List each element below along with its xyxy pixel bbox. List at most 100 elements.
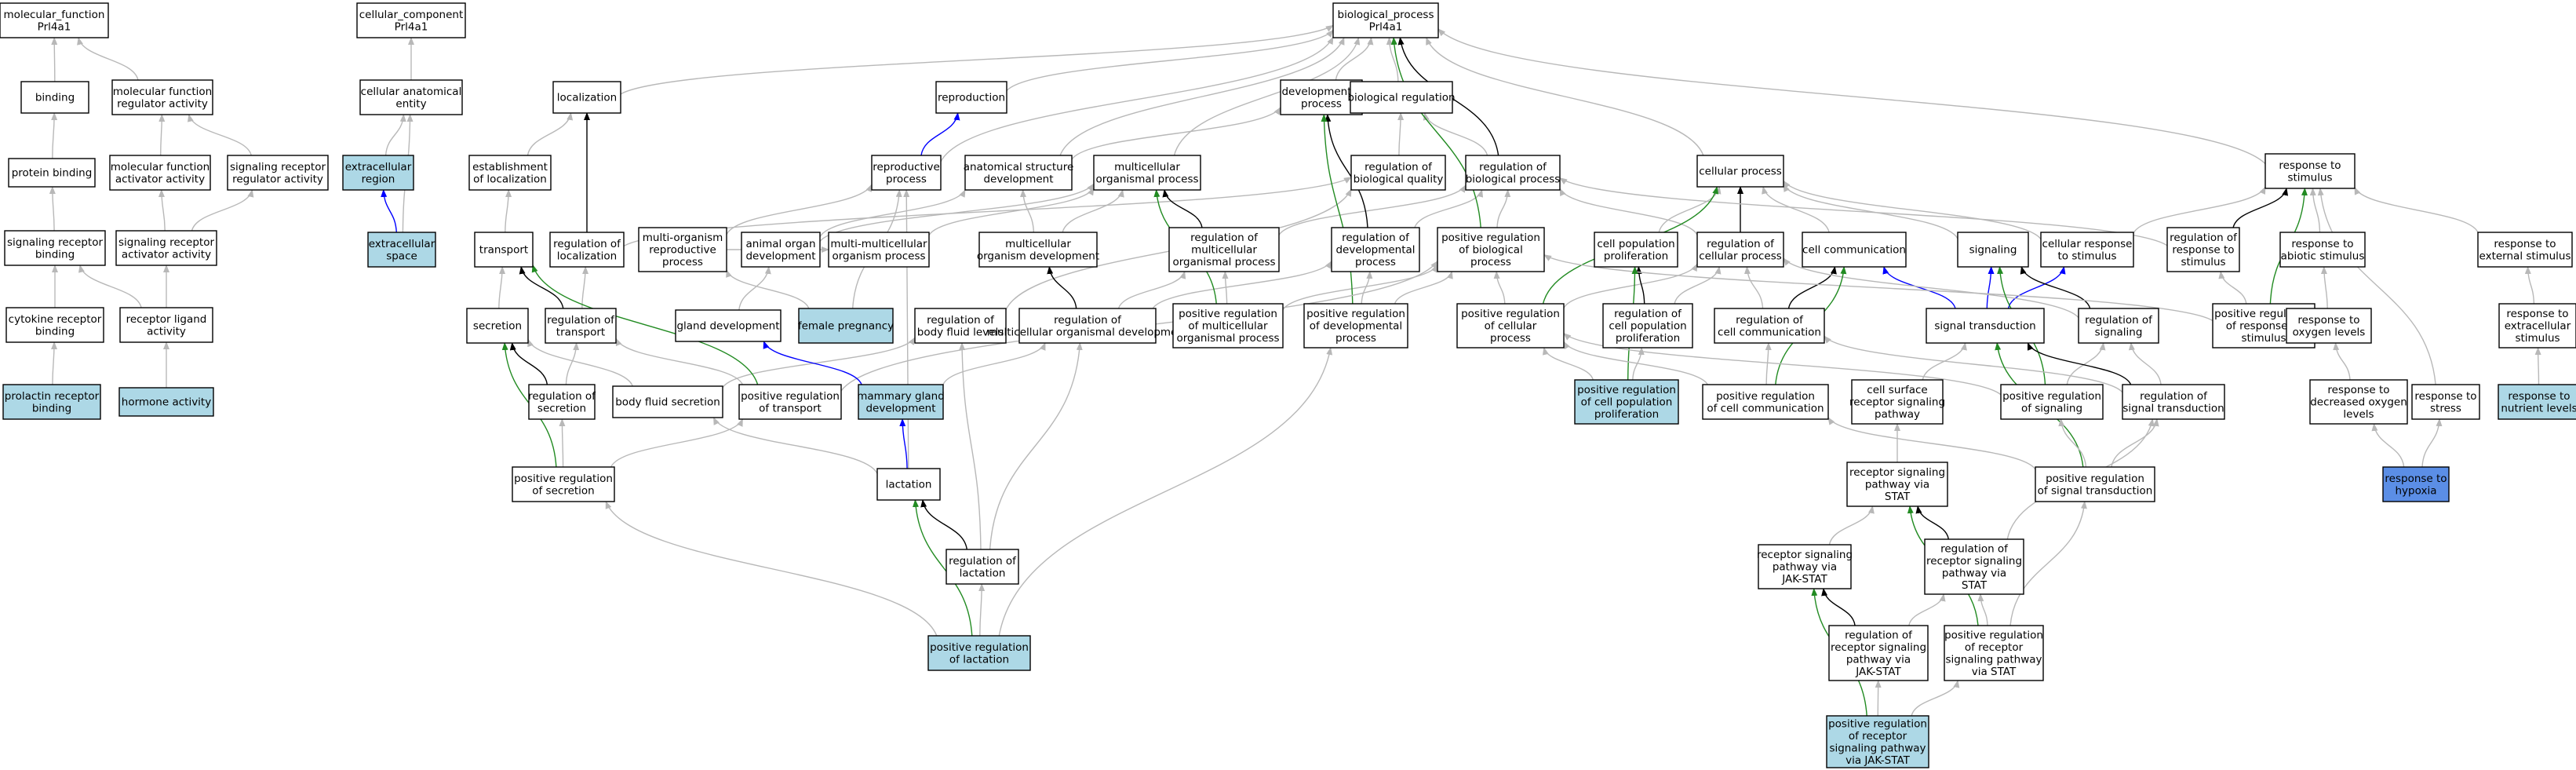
go-term-node-gd[interactable]: gland development xyxy=(675,309,782,342)
go-term-node-bfs[interactable]: body fluid secretion xyxy=(612,385,723,418)
go-term-node-ccomm[interactable]: cell communication xyxy=(1802,232,1907,268)
go-term-node-cp[interactable]: cellular process xyxy=(1696,155,1784,188)
node-label-line: transport xyxy=(479,244,528,257)
edge-rlact-to-rbfl xyxy=(959,342,982,550)
go-term-node-fp[interactable]: female pregnancy xyxy=(798,308,894,344)
node-box xyxy=(118,387,214,417)
go-term-node-repro[interactable]: reproduction xyxy=(935,81,1007,114)
node-box xyxy=(2382,466,2450,502)
node-label-line: regulation of xyxy=(1479,161,1547,173)
go-term-node-pb[interactable]: protein binding xyxy=(8,158,96,188)
edge-prdp-to-prbp xyxy=(1394,271,1453,305)
node-label-line: biological_process xyxy=(1338,9,1434,21)
edge-mmop-to-mcp xyxy=(928,187,1095,236)
go-term-node-loc[interactable]: localization xyxy=(552,81,621,114)
go-term-node-ha[interactable]: hormone activity xyxy=(118,387,214,417)
go-term-node-breg[interactable]: biological regulation xyxy=(1347,81,1456,114)
go-term-node-binding[interactable]: binding xyxy=(20,81,89,114)
go-term-node-signaling[interactable]: signaling xyxy=(1957,232,2029,268)
go-term-node-transport[interactable]: transport xyxy=(474,232,534,268)
go-term-node-secretion[interactable]: secretion xyxy=(466,308,529,344)
edge-prt-to-rtrans xyxy=(615,338,744,385)
go-term-node-st[interactable]: signal transduction xyxy=(1926,308,2045,344)
node-label-line: activity xyxy=(147,325,186,338)
node-label-line: cellular process xyxy=(1699,250,1782,262)
node-label-line: positive regulation xyxy=(1944,629,2043,641)
node-label-line: binding xyxy=(32,402,71,414)
go-term-node-lact[interactable]: lactation xyxy=(876,468,941,501)
node-label-line: response to xyxy=(2494,238,2556,250)
